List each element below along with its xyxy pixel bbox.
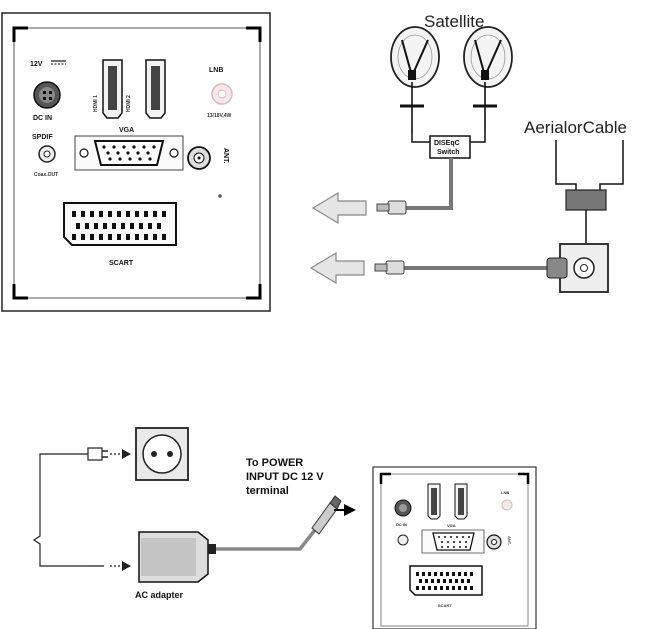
wall-power-socket [135,427,189,481]
tv-rear-panel-small: DC IN LNB VGA ANT. SCART [372,466,537,629]
small-dc-label: DC IN [396,522,407,527]
diseqc-label-2: Switch [437,149,460,156]
lnb-title: LNB [209,67,223,74]
aerial-cable-connector [374,260,405,275]
spdif-port: SPDIF Coax.OUT [32,134,58,178]
power-text-line3: terminal [246,485,289,497]
ant-port: ANT. [187,146,229,198]
dc-voltage-label: 12V [30,61,43,68]
diseqc-label-1: DISEqC [434,140,460,147]
dc-in-port: 12V DC IN [30,60,66,122]
power-text-line2: INPUT DC 12 V [246,471,324,483]
aerial-arrow-icon [309,251,365,285]
lnb-port: LNB 13/18V,4W [207,67,233,119]
hdmi1-label: HDMI 1 [93,95,99,112]
small-vga-label: VGA [447,523,456,528]
vga-port [74,135,184,171]
aerial-plug [546,257,568,279]
vga-label: VGA [119,127,134,134]
small-scart-label: SCART [438,603,452,608]
scart-port: SCART [63,202,177,267]
satellite-cable-connector [376,200,407,215]
tv-rear-panel: 12V DC IN HDMI 1 HDMI 2 LNB 13 [1,12,271,312]
satellite-label: Satellite [424,12,484,31]
hdmi2-label: HDMI 2 [126,95,132,112]
aerial-cable-label: AerialorCable [524,118,627,137]
satellite-arrow-icon [311,191,367,225]
ant-label: ANT. [222,148,229,164]
satellite-dish-right [463,26,513,133]
power-arrow-icon [334,504,356,516]
spdif-sub: Coax.OUT [34,172,58,178]
ac-adapter: AC adapter [135,531,216,600]
dc-in-label: DC IN [33,115,52,122]
small-lnb-label: LNB [501,490,509,495]
satellite-dish-left [390,26,440,133]
small-ant-label: ANT. [507,536,512,545]
dc-plug [311,495,342,535]
lnb-spec: 13/18V,4W [207,113,232,119]
mains-plug [87,447,108,461]
hdmi1-port: HDMI 1 [93,59,123,119]
power-text-line1: To POWER [246,457,303,469]
hdmi2-port: HDMI 2 [126,59,166,119]
ac-adapter-label: AC adapter [135,590,184,600]
spdif-title: SPDIF [32,134,53,141]
antenna-splitter [565,189,607,211]
scart-label: SCART [109,260,134,267]
diseqc-switch: DISEqC Switch [429,135,471,159]
